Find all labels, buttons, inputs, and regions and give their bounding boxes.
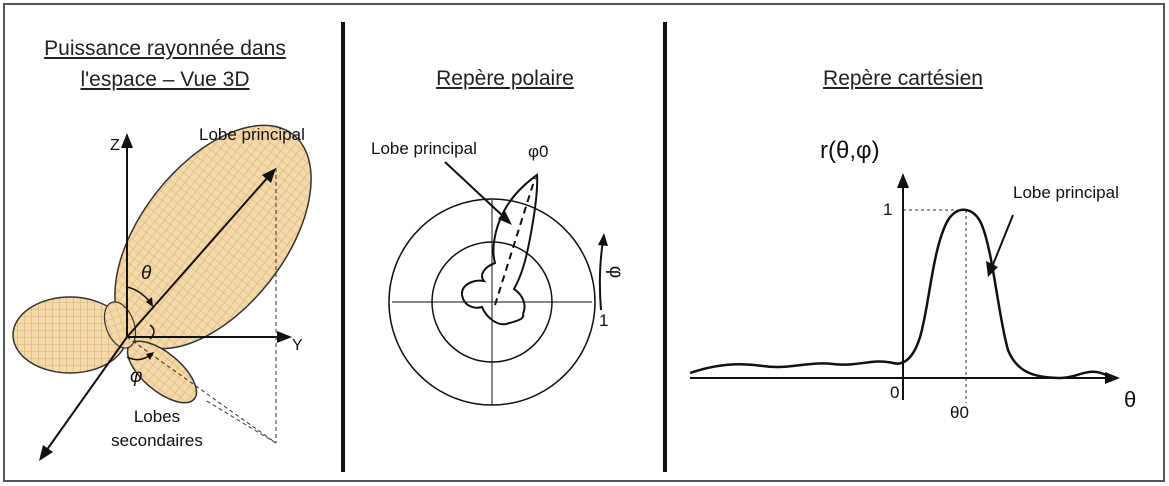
phi-rotation-arrow	[598, 233, 608, 311]
panel-3d-title: Puissance rayonnée dans l'espace – Vue 3…	[20, 33, 310, 95]
y-one-label: 1	[883, 200, 893, 219]
polar-phi-label: φ	[605, 265, 627, 279]
panel-3d-view: Puissance rayonnée dans l'espace – Vue 3…	[0, 5, 340, 480]
x-zero-label: 0	[890, 383, 900, 402]
side-lobes-label: Lobes secondaires	[102, 405, 212, 453]
cartesian-main-lobe-label: Lobe principal	[1013, 183, 1119, 202]
phi-label: φ	[130, 366, 143, 387]
phi0-label: φ0	[528, 142, 549, 161]
angle-arcs	[126, 286, 155, 361]
panel-polar-title: Repère polaire	[436, 67, 574, 90]
figure-frame	[3, 3, 1165, 482]
side-lobes-label-line1: Lobes	[133, 407, 181, 426]
divider-right	[663, 22, 667, 472]
polar-pattern	[460, 173, 539, 326]
diagram-polar	[388, 161, 608, 406]
polar-one-label: 1	[599, 311, 609, 330]
side-lobes-label-line2: secondaires	[111, 431, 203, 450]
polar-pointer-arrow	[444, 161, 512, 225]
theta0-label: θ0	[950, 403, 969, 422]
panel-3d-title-line2: l'espace – Vue 3D	[80, 68, 250, 91]
main-lobe-label-3d: Lobe principal	[199, 125, 305, 144]
cartesian-pointer-arrow	[986, 214, 1014, 277]
polar-grid	[388, 198, 596, 406]
panel-polar: Repère polaire Lobe principal φ0 φ 1	[345, 5, 663, 480]
panel-cartesian: Repère cartésien r(θ,φ) 1 0 θ0 θ Lobe pr…	[668, 5, 1163, 480]
polar-main-lobe-label: Lobe principal	[371, 139, 477, 158]
theta-label: θ	[141, 263, 152, 284]
cartesian-curve	[689, 208, 1109, 380]
divider-left	[341, 22, 345, 472]
panel-cartesian-title: Repère cartésien	[823, 67, 983, 90]
cartesian-axes	[690, 173, 1120, 400]
diagram-cartesian	[689, 173, 1120, 403]
x-axis-theta-label: θ	[1124, 387, 1137, 412]
polar-direction-line	[494, 177, 536, 306]
diagram-3d	[12, 124, 312, 461]
axis-z-label: Z	[110, 137, 120, 154]
cartesian-guides	[903, 209, 967, 403]
panel-3d-title-line1: Puissance rayonnée dans	[44, 37, 286, 60]
axis-y-label: Y	[292, 337, 303, 354]
y-axis-label: r(θ,φ)	[820, 137, 880, 164]
